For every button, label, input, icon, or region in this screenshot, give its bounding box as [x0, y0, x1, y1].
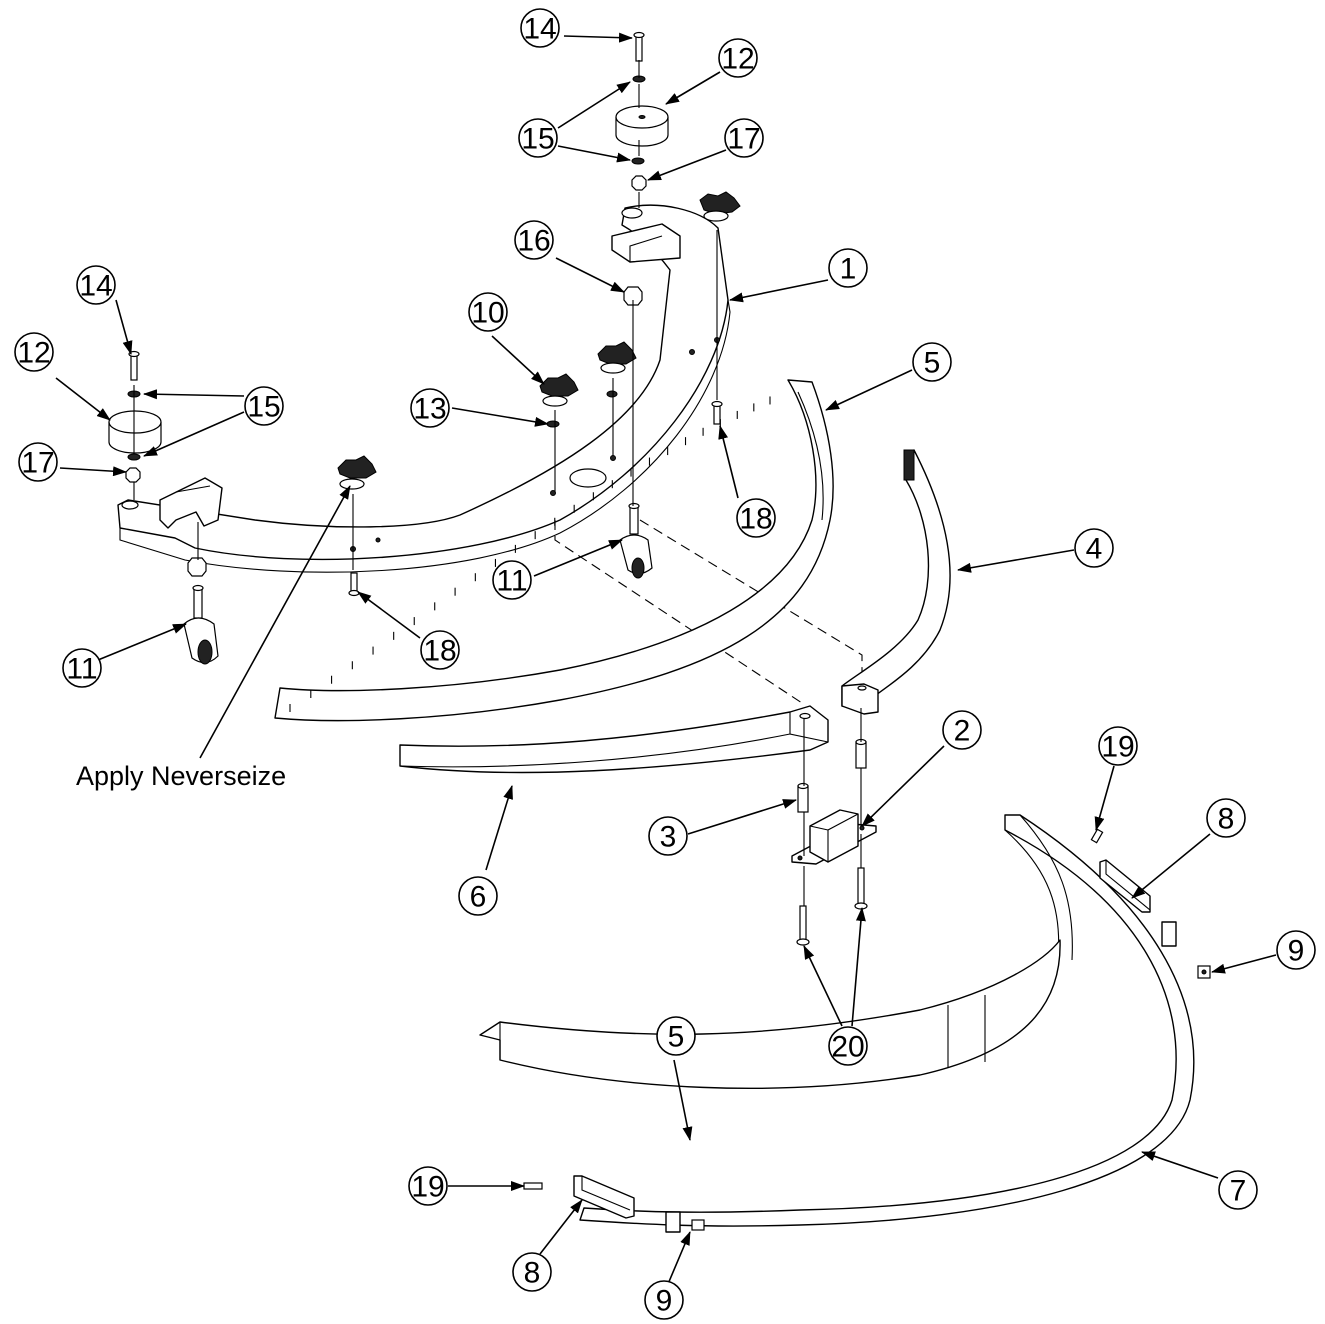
- balloon-label: 13: [413, 393, 446, 426]
- balloon-label: 14: [523, 13, 556, 46]
- balloon-label: 18: [739, 503, 772, 536]
- part-6-bar: [399, 705, 829, 774]
- balloon-label: 2: [954, 715, 971, 748]
- balloon-2: 2: [942, 710, 982, 750]
- balloon-label: 17: [21, 447, 54, 480]
- left-roller-stack: [108, 350, 162, 483]
- balloon-label: 11: [66, 653, 97, 686]
- part-2-bracket: [791, 809, 877, 865]
- balloon-label: 19: [411, 1171, 444, 1204]
- balloon-12: 12: [14, 332, 54, 372]
- washer-13: [546, 420, 560, 428]
- knob-10-c: [539, 373, 579, 407]
- balloon-label: 5: [924, 347, 941, 380]
- balloon-label: 3: [660, 821, 677, 854]
- balloon-5: 5: [656, 1016, 696, 1056]
- balloon-label: 1: [840, 253, 857, 286]
- balloon-label: 12: [721, 43, 754, 76]
- balloon-label: 12: [17, 337, 50, 370]
- balloon-14: 14: [76, 265, 116, 305]
- bolt-19-right: [1090, 828, 1104, 844]
- balloon-7: 7: [1218, 1170, 1258, 1210]
- balloon-label: 15: [521, 123, 554, 156]
- balloon-4: 4: [1074, 528, 1114, 568]
- balloon-label: 5: [668, 1021, 685, 1054]
- balloon-label: 17: [727, 123, 760, 156]
- balloon-label: 10: [471, 297, 504, 330]
- balloon-8: 8: [512, 1252, 552, 1292]
- balloon-label: 6: [470, 881, 487, 914]
- balloon-20: 20: [828, 1026, 868, 1066]
- knob-10-d: [337, 455, 377, 490]
- assembly-dashed-lines: [554, 519, 863, 706]
- bolt-18-b: [348, 572, 360, 597]
- balloon-10: 10: [468, 292, 508, 332]
- balloon-18: 18: [736, 498, 776, 538]
- balloon-label: 14: [79, 270, 112, 303]
- part-5-hole-marks: [289, 396, 771, 712]
- balloon-17: 17: [18, 442, 58, 482]
- top-roller-stack: [615, 31, 669, 191]
- balloon-19: 19: [1098, 726, 1138, 766]
- balloon-label: 9: [656, 1285, 673, 1318]
- part-5-upper-strip: [274, 379, 834, 722]
- nut-16: [623, 286, 643, 306]
- clip-8-left: [573, 1175, 635, 1219]
- balloon-9: 9: [1276, 930, 1316, 970]
- balloon-label: 16: [517, 225, 550, 258]
- balloon-label: 7: [1230, 1175, 1247, 1208]
- part-5-lower-strip: [479, 939, 1061, 1089]
- balloon-label: 8: [1218, 803, 1235, 836]
- balloon-19: 19: [408, 1166, 448, 1206]
- balloon-label: 8: [524, 1257, 541, 1290]
- balloon-label: 9: [1288, 935, 1305, 968]
- balloon-17: 17: [724, 118, 764, 158]
- balloon-label: 19: [1101, 731, 1134, 764]
- caster-11-left: [183, 557, 219, 665]
- knob-10-b: [597, 341, 637, 374]
- part-1-frame: [117, 204, 731, 573]
- balloon-1: 1: [828, 248, 868, 288]
- bolt-19-left: [523, 1182, 543, 1190]
- knob-10-a: [699, 191, 741, 222]
- clip-9-right: [1161, 921, 1211, 979]
- balloon-16: 16: [514, 220, 554, 260]
- part-balloons: 14 12 15 17 16 1 14 10 12 15 13 5 17 18 4 11 18 11 2 19 3 8 6 9…: [14, 8, 1316, 1320]
- balloon-11: 11: [62, 648, 102, 688]
- balloon-8: 8: [1206, 798, 1246, 838]
- balloon-15: 15: [518, 118, 558, 158]
- balloon-label: 20: [831, 1031, 864, 1064]
- balloon-label: 11: [496, 565, 527, 598]
- balloon-11: 11: [492, 560, 532, 600]
- balloon-9: 9: [644, 1280, 684, 1320]
- part-4-curved-bar: [841, 449, 951, 715]
- balloon-label: 15: [247, 391, 280, 424]
- balloon-6: 6: [458, 876, 498, 916]
- note-apply-neverseize: Apply Neverseize: [76, 761, 286, 791]
- part-20-screws: [796, 867, 868, 946]
- balloon-label: 4: [1086, 533, 1103, 566]
- balloon-14: 14: [520, 8, 560, 48]
- leader-lines: [55, 32, 1277, 1285]
- washer-13-b: [606, 390, 618, 398]
- caster-11-right: [619, 502, 653, 579]
- clip-9-left: [665, 1211, 705, 1233]
- bolt-18-a: [711, 400, 723, 425]
- balloon-15: 15: [244, 386, 284, 426]
- balloon-label: 18: [423, 635, 456, 668]
- balloon-18: 18: [420, 630, 460, 670]
- balloon-12: 12: [718, 38, 758, 78]
- balloon-5: 5: [912, 342, 952, 382]
- balloon-13: 13: [410, 388, 450, 428]
- balloon-3: 3: [648, 816, 688, 856]
